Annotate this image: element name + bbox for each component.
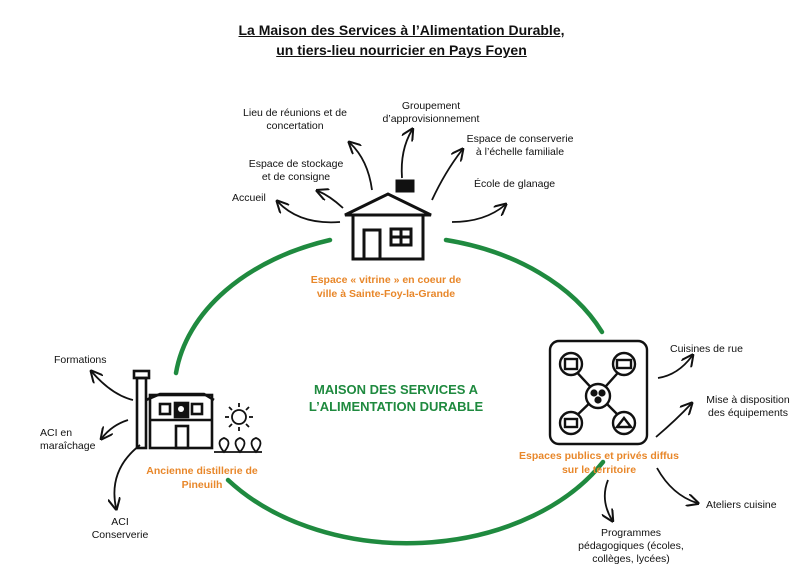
center-title-line-2: L’ALIMENTATION DURABLE — [308, 399, 484, 414]
node-label-vitrine: Espace « vitrine » en coeur de ville à S… — [310, 274, 462, 300]
service-groupement: Groupement d’approvisionnement — [382, 100, 480, 125]
center-title: MAISON DES SERVICES A L’ALIMENTATION DUR… — [286, 381, 506, 415]
service-reunions: Lieu de réunions et de concertation — [243, 107, 347, 132]
service-cuisines-de-rue: Cuisines de rue — [670, 343, 743, 355]
plants-icon — [214, 437, 262, 454]
service-mise-a-disposition: Mise à disposition des équipements — [706, 394, 790, 419]
node-label-distillerie: Ancienne distillerie de Pineuilh — [146, 465, 258, 491]
network-icon — [548, 339, 649, 446]
center-title-line-1: MAISON DES SERVICES A — [314, 382, 478, 397]
service-ecole-glanage: École de glanage — [474, 178, 556, 190]
distillery-icon — [132, 369, 215, 450]
service-conserverie-familiale: Espace de conserverie à l’échelle famili… — [466, 133, 574, 158]
diagram-title-line-2: un tiers-lieu nourricier en Pays Foyen — [276, 42, 527, 58]
service-accueil: Accueil — [232, 192, 266, 204]
service-aci-maraichage: ACI en maraîchage — [40, 427, 96, 452]
ring-arc-top-right — [443, 237, 605, 335]
ring-arc-top-left — [173, 237, 333, 376]
ring-arc-bottom — [225, 459, 606, 546]
service-programmes-pedagogiques: Programmes pédagogiques (écoles, collège… — [578, 527, 684, 565]
diagram-title-line-1: La Maison des Services à l’Alimentation … — [238, 22, 565, 38]
service-aci-conserverie: ACI Conserverie — [91, 516, 149, 541]
house-icon — [344, 179, 432, 261]
espaces-arrows — [605, 356, 697, 520]
vitrine-arrows — [278, 130, 505, 224]
service-ateliers-cuisine: Ateliers cuisine — [706, 499, 777, 511]
node-label-espaces: Espaces publics et privés diffus sur le … — [519, 450, 679, 476]
service-formations: Formations — [54, 354, 107, 366]
sun-icon — [225, 403, 253, 431]
distillerie-arrows — [92, 372, 141, 508]
cycle-ring — [173, 237, 606, 546]
service-stockage-consigne: Espace de stockage et de consigne — [248, 158, 344, 183]
